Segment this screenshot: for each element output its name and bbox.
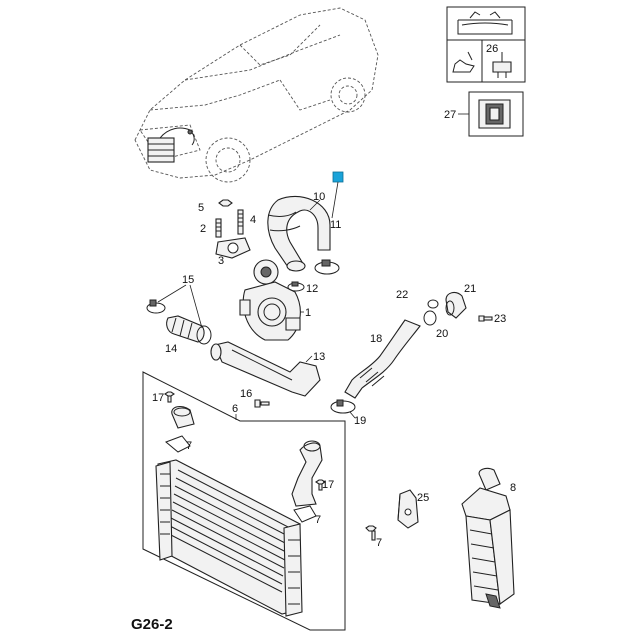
- part-hose-14: [166, 315, 205, 343]
- callout-5: 5: [198, 202, 204, 214]
- part-hose-18: [344, 319, 421, 399]
- callout-7-left: 7: [186, 440, 192, 452]
- vehicle-outline: [134, 7, 379, 183]
- part-gasket-7-left: [165, 435, 191, 453]
- part-elbow-left: [171, 405, 195, 429]
- callout-17-upper: 17: [152, 392, 164, 404]
- callout-15: 15: [182, 274, 194, 286]
- part-clamp-19: [330, 399, 356, 414]
- callout-16: 16: [240, 388, 252, 400]
- callout-11: 11: [330, 219, 341, 231]
- part-turbocharger: [239, 259, 301, 341]
- callout-19: 19: [354, 415, 366, 427]
- bolt-sensor-icon: [492, 52, 512, 78]
- callout-23: 23: [494, 313, 506, 325]
- part-gasket-3: [215, 237, 251, 259]
- callout-13: 13: [313, 351, 325, 363]
- manual-wrench-icon: [457, 11, 513, 35]
- callout-8: 8: [510, 482, 516, 494]
- callout-26: 26: [486, 43, 498, 55]
- part-pipe-right: [291, 440, 323, 507]
- callout-22: 22: [396, 289, 408, 301]
- info-box-manual: [446, 6, 526, 41]
- callout-3: 3: [218, 255, 224, 267]
- part-gasket-7-right: [293, 505, 317, 523]
- callout-18: 18: [370, 333, 382, 345]
- callout-12: 12: [306, 283, 318, 295]
- oil-can-icon: [452, 51, 475, 73]
- part-intercooler: [461, 467, 515, 609]
- callout-25: 25: [417, 492, 429, 504]
- callout-20: 20: [436, 328, 448, 340]
- highlight-marker[interactable]: [332, 171, 344, 183]
- part-stud-2: [215, 218, 222, 238]
- callout-17-lower: 17: [322, 479, 334, 491]
- part-bolt-23: [478, 315, 493, 322]
- bracket-clip-icon: [478, 99, 511, 129]
- info-box-27: 27: [444, 91, 524, 137]
- callout-4: 4: [250, 214, 256, 226]
- callout-27: 27: [444, 109, 456, 121]
- part-bolt-17-left: [164, 391, 175, 403]
- part-clamp-20: [423, 310, 437, 326]
- part-clamp-11: [314, 259, 340, 275]
- part-turbo-hose: [267, 195, 331, 272]
- callout-7-right: 7: [315, 514, 321, 526]
- part-bracket-25: [397, 489, 419, 529]
- info-box-parts: 26: [446, 39, 526, 83]
- callout-2: 2: [200, 223, 206, 235]
- part-nut-5: [218, 199, 233, 207]
- callout-10: 10: [313, 191, 325, 203]
- part-bolt-24: [365, 525, 377, 541]
- diagram-code: G26-2: [131, 616, 173, 631]
- callout-7-lower: 7: [376, 537, 382, 549]
- part-clamp-12: [287, 281, 305, 292]
- callout-6: 6: [232, 403, 238, 415]
- part-bolt-17-right: [315, 479, 326, 491]
- callout-14: 14: [165, 343, 177, 355]
- part-stud-4: [237, 209, 244, 235]
- callout-21: 21: [464, 283, 476, 295]
- callout-1: 1: [305, 307, 311, 319]
- part-elbow-21: [445, 291, 467, 319]
- part-clamp-15-right: [196, 325, 212, 345]
- part-radiator: [155, 459, 303, 617]
- part-bolt-16: [254, 399, 270, 408]
- part-pipe-13: [210, 341, 321, 397]
- part-seal-22: [427, 299, 439, 309]
- part-clamp-15-left: [146, 299, 166, 314]
